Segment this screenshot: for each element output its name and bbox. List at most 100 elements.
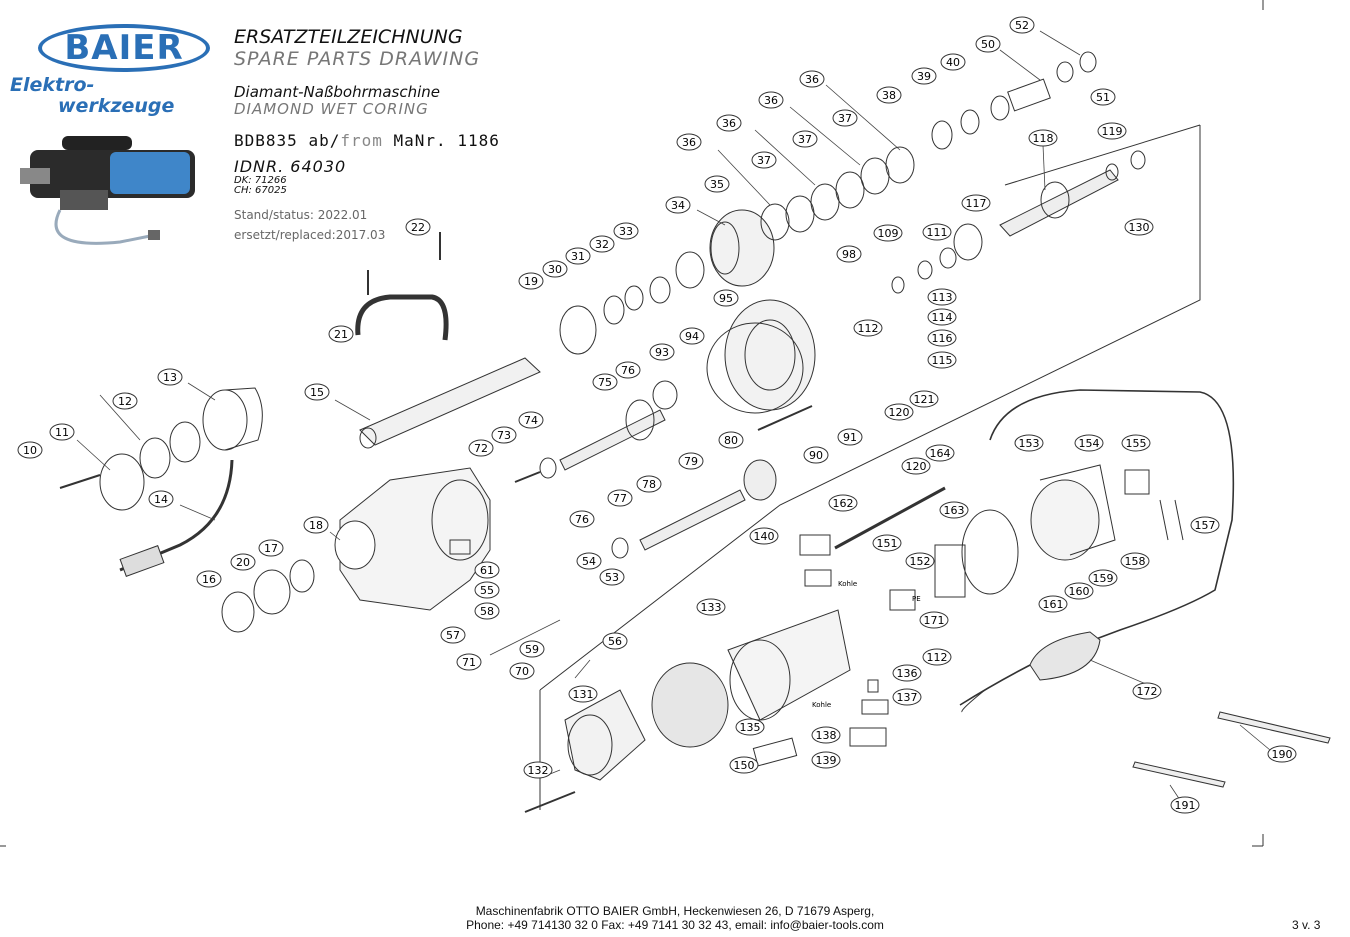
status-line: Stand/status: 2022.01 [234,208,367,222]
frame-line-top [1004,124,1201,186]
part-label-94: 94 [679,327,705,345]
part-label-text: 13 [163,371,177,384]
part-label-text: 39 [917,70,931,83]
part-label-text: 72 [474,442,488,455]
cable [959,389,1235,706]
part-label-text: 159 [1093,572,1114,585]
part-label-98: 98 [836,245,862,263]
armature [999,169,1119,237]
machine-de: Diamant-Naßbohrmaschine [234,83,441,101]
part-label-text: 76 [621,364,635,377]
part-label-112b: 112 [922,648,952,666]
model-ab: ab/ [308,131,341,150]
part-label-58: 58 [474,602,500,620]
part-label-text: 121 [914,393,935,406]
part-label-text: 77 [613,492,627,505]
part-label-91: 91 [837,428,863,446]
part-label-text: 56 [608,635,622,648]
part-label-text: 150 [734,759,755,772]
part-label-70: 70 [509,662,535,680]
plate-150 [752,737,798,767]
part-label-37b: 37 [792,130,818,148]
motor-housing [567,714,613,776]
spindle [359,357,541,449]
logo-line2: werkzeuge [58,95,175,117]
part-label-190: 190 [1267,745,1297,763]
part-label-text: 155 [1126,437,1147,450]
part-label-112a: 112 [853,319,883,337]
part-label-text: 57 [446,629,460,642]
part-label-text: 78 [642,478,656,491]
part-label-text: 53 [605,571,619,584]
idnr: IDNR. 64030 [234,157,347,176]
part-label-18: 18 [303,516,329,534]
model-line: BDB835 ab/from MaNr. 1186 [234,131,500,150]
part-label-text: 36 [764,94,778,107]
part-label-93: 93 [649,343,675,361]
switch-155 [1124,469,1150,495]
part-label-120a: 120 [884,403,914,421]
ring-31 [624,285,644,311]
part-label-14: 14 [148,490,174,508]
part-label-162: 162 [828,494,858,512]
part-label-text: 15 [310,386,324,399]
part-label-text: 140 [754,530,775,543]
part-label-37a: 37 [832,109,858,127]
part-label-21: 21 [328,325,354,343]
part-label-text: 37 [757,154,771,167]
model-from: from [340,131,383,150]
part-label-151: 151 [872,534,902,552]
part-label-text: 12 [118,395,132,408]
part-label-138: 138 [811,726,841,744]
part-label-80: 80 [718,431,744,449]
part-label-121: 121 [909,390,939,408]
frame-line [539,125,1201,691]
part-label-text: 98 [842,248,856,261]
part-label-135: 135 [735,718,765,736]
part-label-139: 139 [811,751,841,769]
ring-16 [221,591,255,633]
part-label-text: 163 [944,504,965,517]
part-label-text: 191 [1175,799,1196,812]
part-label-57: 57 [440,626,466,644]
part-label-109: 109 [873,224,903,242]
part-label-text: 52 [1015,19,1029,32]
part-label-95: 95 [713,289,739,307]
stator [729,639,791,721]
kohle-label-1: Kohle [838,580,857,588]
motor-flange [724,299,816,411]
ring-30 [603,295,625,325]
part-label-text: 51 [1096,91,1110,104]
part-label-117: 117 [961,194,991,212]
replaced-label: ersetzt/replaced: [234,228,336,242]
part-label-text: 14 [154,493,168,506]
part-label-39: 39 [911,67,937,85]
part-label-73: 73 [491,426,517,444]
part-label-118: 118 [1028,129,1058,147]
part-label-text: 22 [411,221,425,234]
part-label-text: 164 [930,447,951,460]
part-label-text: 93 [655,346,669,359]
part-label-13: 13 [157,368,183,386]
part-label-text: 132 [528,764,549,777]
part-label-11: 11 [49,423,75,441]
bearing-33 [675,251,705,289]
part-label-text: 114 [932,311,953,324]
part-label-text: 151 [877,537,898,550]
part-label-78: 78 [636,475,662,493]
part-label-text: 32 [595,238,609,251]
part-label-54: 54 [576,552,602,570]
part-label-text: 95 [719,292,733,305]
gear-34 [709,209,775,287]
part-label-text: 37 [798,133,812,146]
ring-11 [99,453,145,511]
part-label-text: 30 [548,263,562,276]
part-label-153: 153 [1014,434,1044,452]
part-label-35: 35 [704,175,730,193]
part-label-160: 160 [1064,582,1094,600]
part-label-15: 15 [304,383,330,401]
part-label-text: 54 [582,555,596,568]
part-label-52: 52 [1009,16,1035,34]
part-label-115: 115 [927,351,957,369]
